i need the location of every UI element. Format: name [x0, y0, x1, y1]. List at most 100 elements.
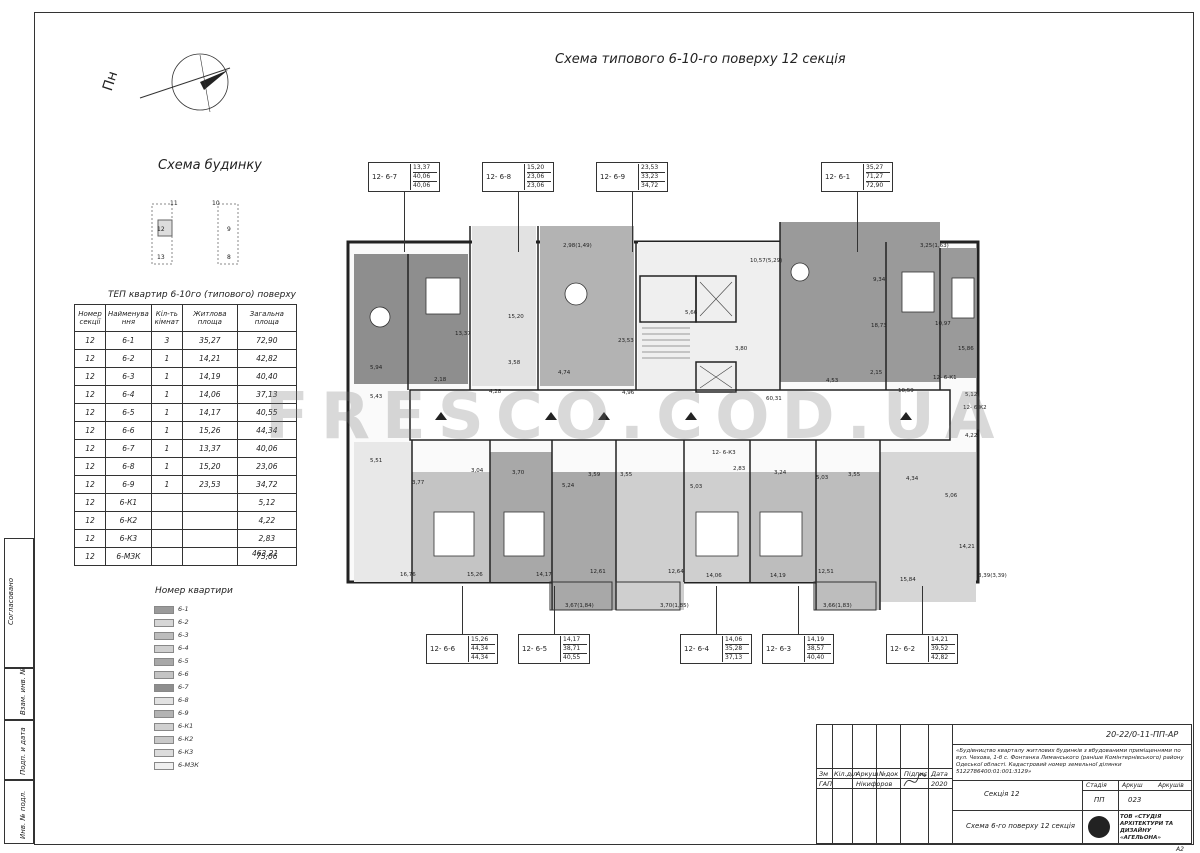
tep-cell: 6-6: [105, 421, 152, 440]
section-label-8: 8: [227, 254, 231, 261]
room-area-label: 14,19: [770, 573, 786, 579]
section-label-9: 9: [227, 226, 231, 233]
callout-label: 12- 6-9: [600, 173, 626, 181]
callout-value: 14,19: [807, 636, 831, 645]
stamp-section: Секція 12: [984, 790, 1020, 798]
side-label-inv-original: Инв. № подл.: [19, 790, 27, 839]
room-area-label: 3,25(1,63): [920, 243, 949, 249]
stamp-format: А2: [1176, 846, 1184, 853]
room-area-label: 14,21: [959, 544, 975, 550]
callout-leader: [404, 192, 405, 252]
callout-value: 40,55: [563, 654, 581, 661]
tep-cell: 13,37: [181, 439, 238, 458]
tep-cell: [150, 547, 183, 566]
tep-cell: [150, 529, 183, 548]
signature-icon: [903, 772, 927, 787]
stamp-header-arkush: Аркуш: [856, 770, 879, 778]
legend-label: 6-5: [178, 657, 189, 665]
callout-leader: [518, 192, 519, 252]
side-label-replace-inv: Взам. инв. №: [19, 667, 27, 715]
callout-label: 12- 6-3: [766, 645, 792, 653]
tep-cell: [181, 511, 238, 530]
floor-plan: [346, 222, 980, 611]
tep-cell: 72,90: [236, 331, 297, 350]
room-area-label: 4,74: [558, 370, 571, 376]
apartment-6-9: [540, 226, 634, 386]
legend-swatch: [154, 645, 174, 653]
tep-cell: 6-9: [105, 475, 152, 494]
callout-value: 13,37: [413, 164, 437, 173]
callout-value: 40,06: [413, 173, 437, 182]
tep-cell: 1: [150, 421, 183, 440]
legend-swatch: [154, 710, 174, 718]
room-area-label: 2,83: [733, 466, 746, 472]
room-area-label: 3,66(1,83): [823, 603, 852, 609]
callout-value: 42,82: [931, 654, 949, 661]
room-area-label: 15,26: [467, 572, 483, 578]
callout-value: 38,57: [807, 645, 831, 654]
tep-cell: 12: [74, 385, 106, 404]
stamp-sheet-header: Аркуш: [1122, 782, 1143, 789]
legend-label: 6-3: [178, 631, 189, 639]
stamp-sheet: 023: [1128, 796, 1142, 804]
stamp-gap-role: ГАП: [819, 780, 832, 788]
legend-label: 6-К3: [178, 748, 194, 756]
north-arrow-icon: [139, 53, 231, 113]
watermark: FRESCO.COD.UA: [265, 380, 1007, 454]
tep-cell: 6-5: [105, 403, 152, 422]
tep-header: Найменува ння: [105, 304, 152, 332]
callout-value: 39,52: [931, 645, 955, 654]
tep-cell: [181, 547, 238, 566]
room-area-label: 3,67(1,84): [565, 603, 594, 609]
tep-cell: 4,22: [236, 511, 297, 530]
room-area-label: 3,59: [588, 472, 601, 478]
apartment-6-4: [616, 472, 684, 610]
legend-label: 6-6: [178, 670, 189, 678]
stamp-company: ТОВ «СТУДІЯ АРХІТЕКТУРИ ТА ДИЗАЙНУ «АГЕЛ…: [1120, 814, 1174, 841]
tep-cell: 12: [74, 331, 106, 350]
callout-value: 37,13: [725, 654, 743, 661]
tep-cell: 12: [74, 439, 106, 458]
room-area-label: 12,61: [590, 569, 606, 575]
tep-cell: 1: [150, 475, 183, 494]
side-stamp: Согласовано Взам. инв. № Подп. и дата Ин…: [0, 538, 34, 848]
stamp-stage-header: Стадія: [1086, 782, 1107, 789]
tep-cell: 1: [150, 403, 183, 422]
room-area-label: 10,59: [898, 388, 914, 394]
tep-cell: 5,12: [236, 493, 297, 512]
room-area-label: 4,34: [906, 476, 919, 482]
tep-cell: 6-К1: [105, 493, 152, 512]
tep-cell: 12: [74, 511, 106, 530]
tep-cell: 6-7: [105, 439, 152, 458]
side-label-sign-date: Подп. и дата: [19, 727, 27, 775]
legend-swatch: [154, 723, 174, 731]
callout-label: 12- 6-8: [486, 173, 512, 181]
room-area-label: 5,51: [370, 458, 383, 464]
room-area-label: 3,55: [848, 472, 861, 478]
tep-cell: 2,83: [236, 529, 297, 548]
tep-cell: 14,19: [181, 367, 238, 386]
section-label-13: 13: [157, 254, 165, 261]
tep-cell: 12: [74, 367, 106, 386]
tep-header: Житлова площа: [181, 304, 238, 332]
room-area-label: 18,73: [871, 323, 887, 329]
tep-cell: 6-2: [105, 349, 152, 368]
apartment-6-3-living: [816, 472, 880, 610]
room-area-label: 9,34: [873, 277, 886, 283]
room-area-label: 60,31: [766, 396, 782, 402]
tep-header: Загальна площа: [236, 304, 297, 332]
tep-cell: 3: [150, 331, 183, 350]
room-area-label: 3,55: [620, 472, 633, 478]
room-area-label: 4,28: [489, 389, 502, 395]
room-area-label: 5,03: [816, 475, 829, 481]
side-label-approved: Согласовано: [7, 577, 15, 625]
